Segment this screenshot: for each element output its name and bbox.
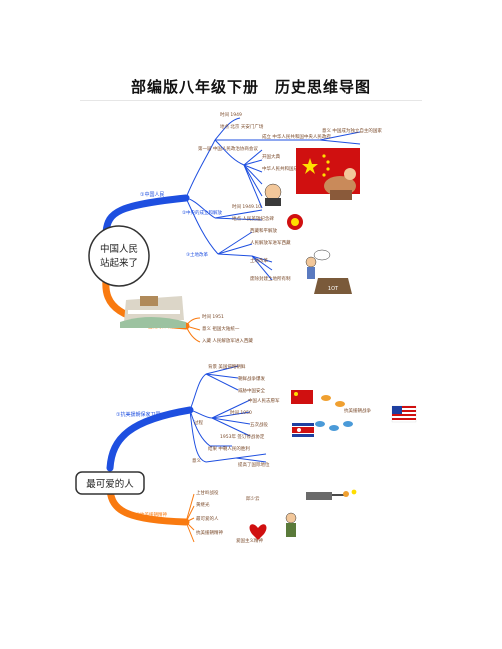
item-label: 五次战役	[250, 421, 268, 428]
spirit-item: 爱国主义精神	[236, 537, 263, 544]
soldier-icon	[285, 512, 297, 537]
item-label: 中华人民共和国成立	[262, 165, 303, 172]
spirit-item: 抗美援朝精神	[196, 529, 223, 536]
spirit-item: 上甘岭战役	[196, 489, 219, 496]
item-label: 西藏和平解放	[250, 227, 277, 234]
branch-1-lines	[185, 117, 361, 281]
branch-1-label: ①中国人民	[140, 191, 164, 198]
item-label: 第一届 中国人民政治协商会议	[198, 145, 258, 152]
portrait-icon	[264, 183, 282, 206]
tank-icon	[306, 489, 357, 500]
central-topic-2	[75, 471, 145, 495]
cartoon-man-icon	[305, 249, 331, 279]
korea-flag-icon	[292, 423, 314, 437]
central-topic-2-label: 最可爱的人	[86, 478, 134, 490]
cartoon-caption: 抗美援朝战争	[344, 407, 371, 414]
china-flag-icon	[291, 390, 313, 404]
item-label: 时间 1950	[230, 409, 252, 416]
item-label: 成立 中华人民共和国中央人民政府	[262, 133, 331, 140]
header-divider	[80, 100, 422, 101]
cartoon-figures-icon	[324, 168, 356, 200]
item-label: 意义 中国成为独立自主的国家	[322, 127, 382, 134]
item-label: 废除封建土地所有制	[250, 275, 291, 282]
page-title: 部编版八年级下册 历史思维导图	[130, 78, 371, 96]
branch-2-lines	[185, 317, 201, 343]
item-label: 背景 美国侵略朝鲜	[208, 363, 246, 370]
branch-line-blue	[106, 406, 194, 472]
sub-item-label: 入藏 人民解放军进入西藏	[202, 337, 253, 344]
item-label: 1953年 签订停战协定	[220, 433, 265, 440]
weight-icon: 1OT	[314, 278, 352, 294]
item-label: 开国大典	[262, 153, 280, 160]
item-label: 地点 北京 天安门广场	[220, 123, 264, 130]
item-label: 朝鲜战争爆发	[238, 375, 265, 382]
item-label: 人民解放军进军西藏	[250, 239, 291, 246]
item-label: 时间 1949	[220, 111, 242, 118]
usa-flag-icon	[391, 405, 417, 423]
branch-1-label: ①抗美援朝保家卫国	[116, 411, 160, 418]
central-topic-1-line-1: 中国人民	[100, 243, 138, 255]
mind-map-2: 最可爱的人 ①抗美援朝保家卫国 ②抗美援朝精神 背景 美国侵略朝鲜 朝鲜战争爆发…	[75, 363, 417, 544]
item-label: 提高了国际地位	[238, 461, 270, 468]
spirit-item: 邱少云	[246, 495, 260, 502]
item-label: 地点 人民英雄纪念碑	[232, 215, 274, 222]
spirit-item: 最可爱的人	[196, 515, 219, 522]
sub-item-label: 意义 祖国大陆统一	[202, 325, 240, 332]
sub-item-label: 时间 1951	[202, 313, 224, 320]
branch-line-orange	[106, 486, 190, 526]
item-label: 意义	[192, 457, 201, 464]
item-label: 结果 中朝人民的胜利	[208, 445, 250, 452]
central-topic-1	[88, 225, 150, 287]
svg-text:1OT: 1OT	[328, 286, 339, 292]
map-2-items: 背景 美国侵略朝鲜 朝鲜战争爆发 威胁中国安全 中国人民志愿军 时间 1950 …	[192, 363, 280, 468]
item-label: 时间 1949.10	[232, 203, 261, 210]
spirit-item: 黄继光	[196, 501, 210, 508]
heart-icon	[249, 524, 267, 540]
branch-3-label: ③土地改革	[186, 251, 209, 258]
mind-map-1: 中国人民 站起来了 ①中国人民 ②中央的成立和解放 ③土地改革 时间 1949 …	[88, 111, 382, 344]
item-label: 威胁中国安全	[238, 387, 265, 394]
branch-2-lines	[185, 493, 195, 543]
item-label: 过程	[194, 419, 203, 426]
branch-line-blue	[102, 194, 190, 236]
item-label: 土地改革	[250, 257, 268, 264]
missile-icons	[315, 395, 353, 431]
central-topic-1-line-2: 站起来了	[100, 257, 138, 269]
branch-1-lines	[189, 365, 267, 463]
sub-branch-items: 时间 1951 意义 祖国大陆统一 入藏 人民解放军进入西藏	[202, 313, 253, 344]
map-1-items: 时间 1949 地点 北京 天安门广场 第一届 中国人民政治协商会议 成立 中华…	[198, 111, 382, 282]
spirit-items: 上甘岭战役 黄继光 邱少云 最可爱的人 抗美援朝精神 爱国主义精神	[196, 489, 263, 544]
branch-2-label: ②抗美援朝精神	[136, 511, 168, 518]
emblem-icon	[287, 214, 303, 230]
potala-palace-icon	[120, 296, 186, 328]
item-label: 中国人民志愿军	[248, 397, 280, 404]
branch-2-label: ②中央的成立和解放	[182, 209, 223, 216]
